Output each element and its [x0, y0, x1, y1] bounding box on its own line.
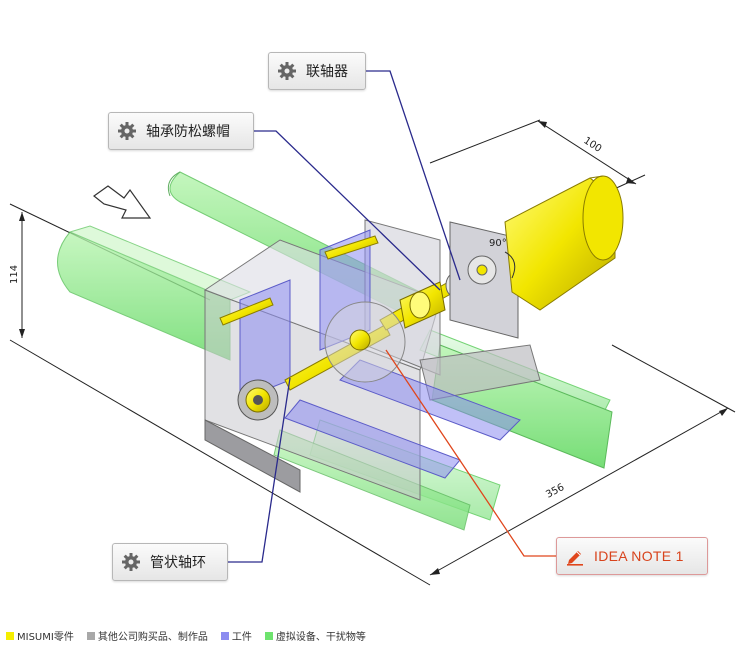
legend-label: 虚拟设备、干扰物等 — [275, 632, 366, 643]
gear-icon — [122, 553, 140, 571]
legend-swatch-yellow — [6, 631, 14, 640]
angle-label: 90° — [489, 238, 507, 249]
height-dimension-label: 114 — [9, 265, 20, 284]
feed-direction-arrow — [93, 185, 152, 219]
bearing-housing — [237, 301, 406, 421]
servo-motor — [449, 175, 624, 339]
legend-item-virtual: 虚拟设备、干扰物等 — [264, 628, 366, 643]
pencil-icon — [567, 551, 583, 566]
idea-note-callout-label: IDEA NOTE 1 — [594, 548, 684, 564]
length-dimension-label: 356 — [544, 482, 566, 501]
legend-item-misumi: MISUMI零件 — [6, 628, 74, 643]
tube-collar-callout[interactable]: 管状轴环 — [112, 543, 228, 581]
coupling-callout[interactable]: 联轴器 — [268, 52, 366, 90]
dimension-arrows — [19, 121, 728, 575]
rotation-arrow — [504, 251, 516, 279]
legend-swatch-green — [264, 631, 273, 640]
leader-lines — [228, 70, 556, 563]
tube-collar-callout-label: 管状轴环 — [150, 555, 206, 571]
color-legend: MISUMI零件 其他公司购买品、制作品 工件 虚拟设备、干扰物等 — [6, 628, 379, 643]
gear-icon — [278, 62, 296, 80]
legend-item-purchased: 其他公司购买品、制作品 — [86, 628, 208, 643]
coupling-callout-label: 联轴器 — [306, 64, 348, 80]
gear-icon — [118, 122, 136, 140]
bearing-nut-callout[interactable]: 轴承防松螺帽 — [108, 112, 254, 150]
width-dimension-label: 100 — [581, 135, 603, 155]
legend-label: 工件 — [231, 632, 252, 643]
legend-swatch-gray — [86, 631, 95, 640]
legend-label: MISUMI零件 — [17, 632, 74, 643]
bearing-nut-callout-label: 轴承防松螺帽 — [146, 124, 230, 140]
idea-note-callout[interactable]: IDEA NOTE 1 — [556, 537, 708, 575]
legend-item-workpiece: 工件 — [220, 628, 252, 643]
legend-swatch-blue — [220, 631, 229, 640]
legend-label: 其他公司购买品、制作品 — [97, 632, 208, 643]
